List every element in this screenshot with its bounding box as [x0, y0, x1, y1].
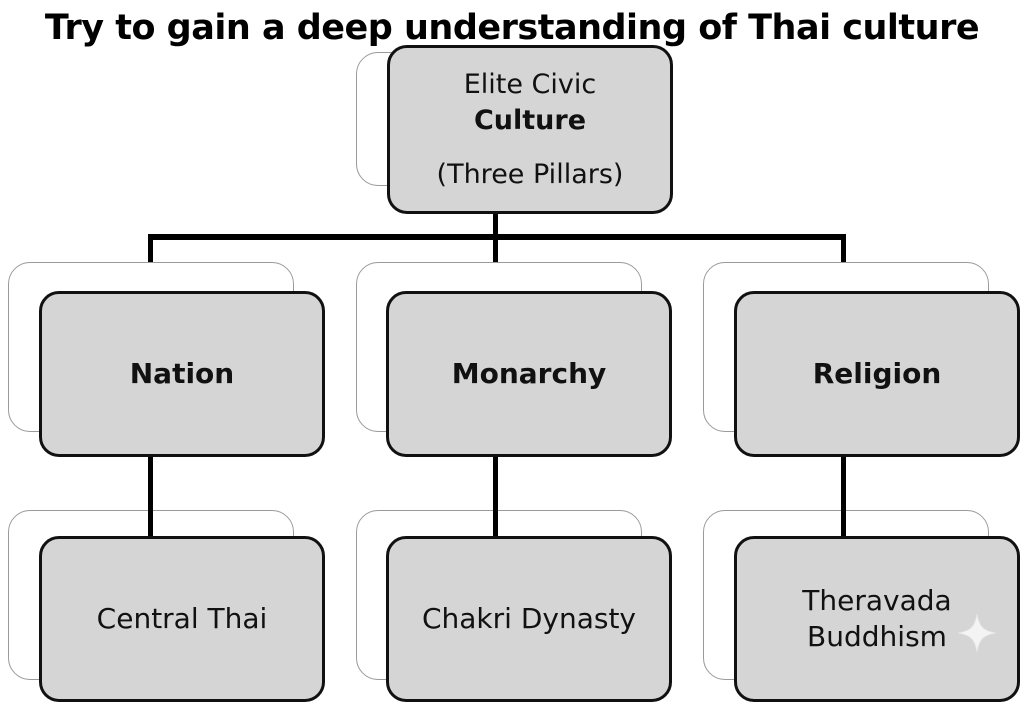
- child-label-line2: Buddhism: [807, 620, 947, 653]
- child-label-line1: Theravada: [802, 584, 952, 617]
- root-label-line3: (Three Pillars): [436, 158, 624, 190]
- root-node: Elite Civic Culture (Three Pillars): [387, 45, 673, 214]
- child-chakri-dynasty: Chakri Dynasty: [386, 536, 672, 702]
- religion-child-connector: [841, 455, 846, 537]
- child-central-thai: Central Thai: [39, 536, 325, 702]
- horizontal-connector: [148, 234, 846, 240]
- root-label-line2: Culture: [473, 104, 587, 136]
- sparkle-icon: [958, 614, 996, 652]
- pillar-monarchy: Monarchy: [386, 291, 672, 457]
- pillar-label: Monarchy: [451, 357, 607, 390]
- child-label: Chakri Dynasty: [421, 602, 637, 635]
- pillar-nation: Nation: [39, 291, 325, 457]
- root-label-line1: Elite Civic: [463, 68, 597, 100]
- diagram-title: Try to gain a deep understanding of Thai…: [44, 8, 980, 48]
- nation-child-connector: [148, 455, 153, 537]
- religion-drop-connector: [841, 234, 846, 262]
- monarchy-child-connector: [493, 455, 498, 537]
- pillar-label: Religion: [812, 357, 942, 390]
- child-theravada-buddhism: Theravada Buddhism: [734, 536, 1020, 702]
- nation-drop-connector: [148, 234, 153, 262]
- child-label: Central Thai: [96, 602, 268, 635]
- pillar-religion: Religion: [734, 291, 1020, 457]
- pillar-label: Nation: [129, 357, 235, 390]
